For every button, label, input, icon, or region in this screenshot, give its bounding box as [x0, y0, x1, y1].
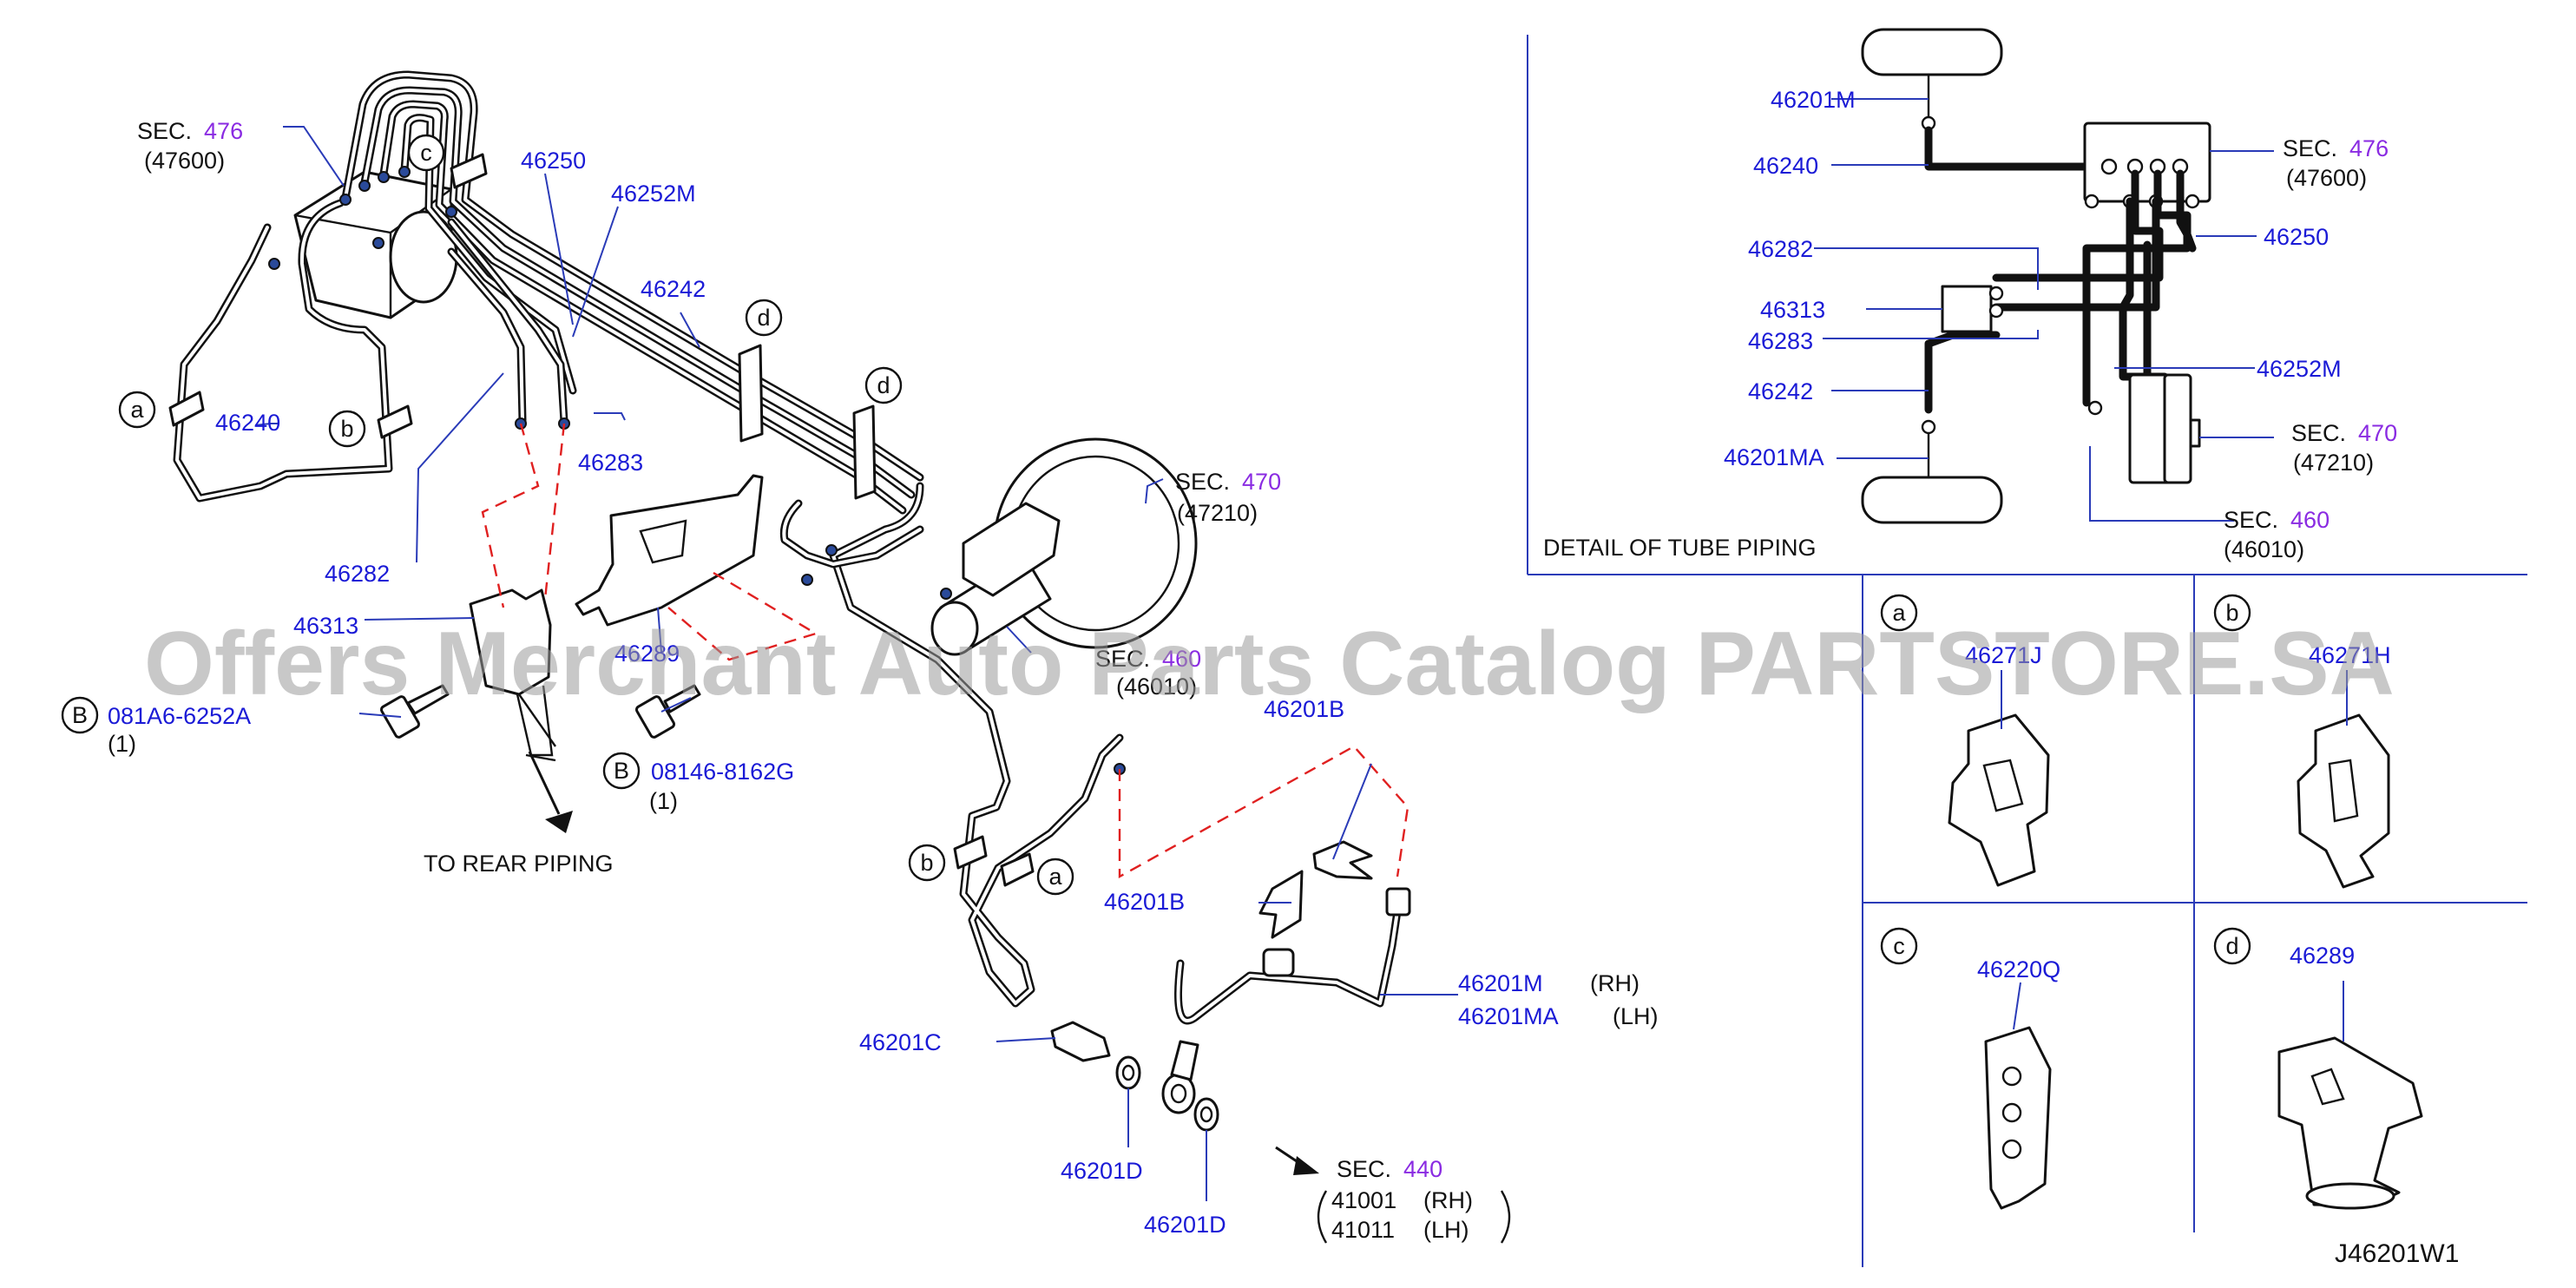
marker-b-2: b [920, 850, 933, 876]
marker-b-1: b [340, 416, 353, 442]
detail-title: DETAIL OF TUBE PIPING [1543, 535, 1817, 561]
detail-sec460[interactable]: SEC.460 [2224, 507, 2330, 533]
sec440-label[interactable]: SEC.440 [1337, 1156, 1442, 1182]
marker-d-1: d [757, 305, 770, 331]
bracket-right [1500, 1190, 1511, 1244]
watermark: Offers Merchant Auto Parts Catalog PARTS… [144, 614, 2395, 714]
marker-a-2: a [1048, 864, 1062, 890]
box-c-part[interactable]: 46220Q [1977, 956, 2060, 982]
detail-part-46250[interactable]: 46250 [2264, 224, 2329, 250]
part-46201C[interactable]: 46201C [859, 1029, 942, 1055]
sec476-label[interactable]: SEC.476 [137, 118, 243, 144]
marker-box-c: c [1893, 933, 1905, 959]
side-lh-41011: (LH) [1423, 1217, 1469, 1243]
clip-46220Q-drawing [1984, 982, 2052, 1210]
part-081A6-6252A[interactable]: 081A6-6252A [108, 703, 251, 729]
sec460-sub: (46010) [1116, 674, 1197, 700]
part-46289-main[interactable]: 46289 [614, 641, 680, 667]
clip-46271H-drawing [2297, 670, 2390, 889]
marker-a-1: a [130, 397, 144, 423]
sec476-sub: (47600) [144, 148, 225, 174]
side-rh-46201M: (RH) [1590, 970, 1640, 996]
part-46201B-upper[interactable]: 46201B [1264, 696, 1344, 722]
marker-B-1: B [72, 702, 88, 728]
sec470-label[interactable]: SEC.470 [1175, 469, 1281, 495]
sec470-sub: (47210) [1177, 500, 1258, 526]
part-41001[interactable]: 41001 [1331, 1187, 1396, 1213]
marker-d-2: d [877, 372, 890, 398]
detail-part-46201MA[interactable]: 46201MA [1724, 444, 1824, 470]
part-46250[interactable]: 46250 [521, 148, 586, 174]
part-08146-8162G[interactable]: 08146-8162G [651, 759, 794, 785]
part-46201M[interactable]: 46201M [1458, 970, 1543, 996]
box-d-part[interactable]: 46289 [2290, 943, 2355, 969]
part-41011[interactable]: 41011 [1331, 1217, 1395, 1243]
qty-081A6-6252A: (1) [108, 731, 136, 757]
part-46313[interactable]: 46313 [293, 613, 358, 639]
part-46282[interactable]: 46282 [325, 561, 390, 587]
detail-part-46201M[interactable]: 46201M [1771, 87, 1856, 113]
detail-sec470-sub: (47210) [2293, 450, 2374, 476]
qty-08146-8162G: (1) [649, 788, 678, 814]
box-a-part[interactable]: 46271J [1965, 642, 2042, 668]
marker-box-d: d [2225, 933, 2238, 959]
clip-46289-drawing [2277, 981, 2423, 1210]
part-46283[interactable]: 46283 [578, 450, 643, 476]
bracket-left [1317, 1190, 1328, 1244]
marker-box-b: b [2225, 600, 2238, 626]
main-drawing [61, 70, 1458, 1201]
part-46201D-left[interactable]: 46201D [1061, 1158, 1143, 1184]
detail-sec470[interactable]: SEC.470 [2291, 420, 2397, 446]
detail-part-46282[interactable]: 46282 [1748, 236, 1813, 262]
detail-sec476-sub: (47600) [2286, 165, 2367, 191]
part-46201B-lower[interactable]: 46201B [1104, 889, 1185, 915]
tube-piping-detail [1814, 28, 2274, 524]
part-46252M[interactable]: 46252M [611, 181, 696, 207]
detail-part-46240[interactable]: 46240 [1753, 153, 1818, 179]
to-rear-piping-label: TO REAR PIPING [424, 851, 614, 877]
marker-c-1: c [420, 140, 432, 166]
sec460-label[interactable]: SEC.460 [1095, 646, 1201, 672]
detail-frame [1527, 35, 2527, 1267]
side-lh-46201MA: (LH) [1613, 1003, 1659, 1029]
detail-part-46313[interactable]: 46313 [1760, 297, 1825, 323]
part-46201MA[interactable]: 46201MA [1458, 1003, 1559, 1029]
detail-sec476[interactable]: SEC.476 [2283, 135, 2389, 161]
drawing-id: J46201W1 [2335, 1239, 2459, 1268]
marker-box-a: a [1892, 600, 1906, 626]
box-b-part[interactable]: 46271H [2309, 642, 2391, 668]
detail-part-46242[interactable]: 46242 [1748, 378, 1813, 404]
clip-46271J-drawing [1948, 670, 2050, 887]
part-46240[interactable]: 46240 [215, 410, 280, 436]
marker-B-2: B [614, 758, 629, 784]
part-46242[interactable]: 46242 [641, 276, 706, 302]
part-46201D-right[interactable]: 46201D [1144, 1212, 1226, 1238]
detail-part-46252M[interactable]: 46252M [2257, 356, 2342, 382]
side-rh-41001: (RH) [1423, 1187, 1473, 1213]
detail-part-46283[interactable]: 46283 [1748, 328, 1813, 354]
detail-sec460-sub: (46010) [2224, 536, 2304, 562]
